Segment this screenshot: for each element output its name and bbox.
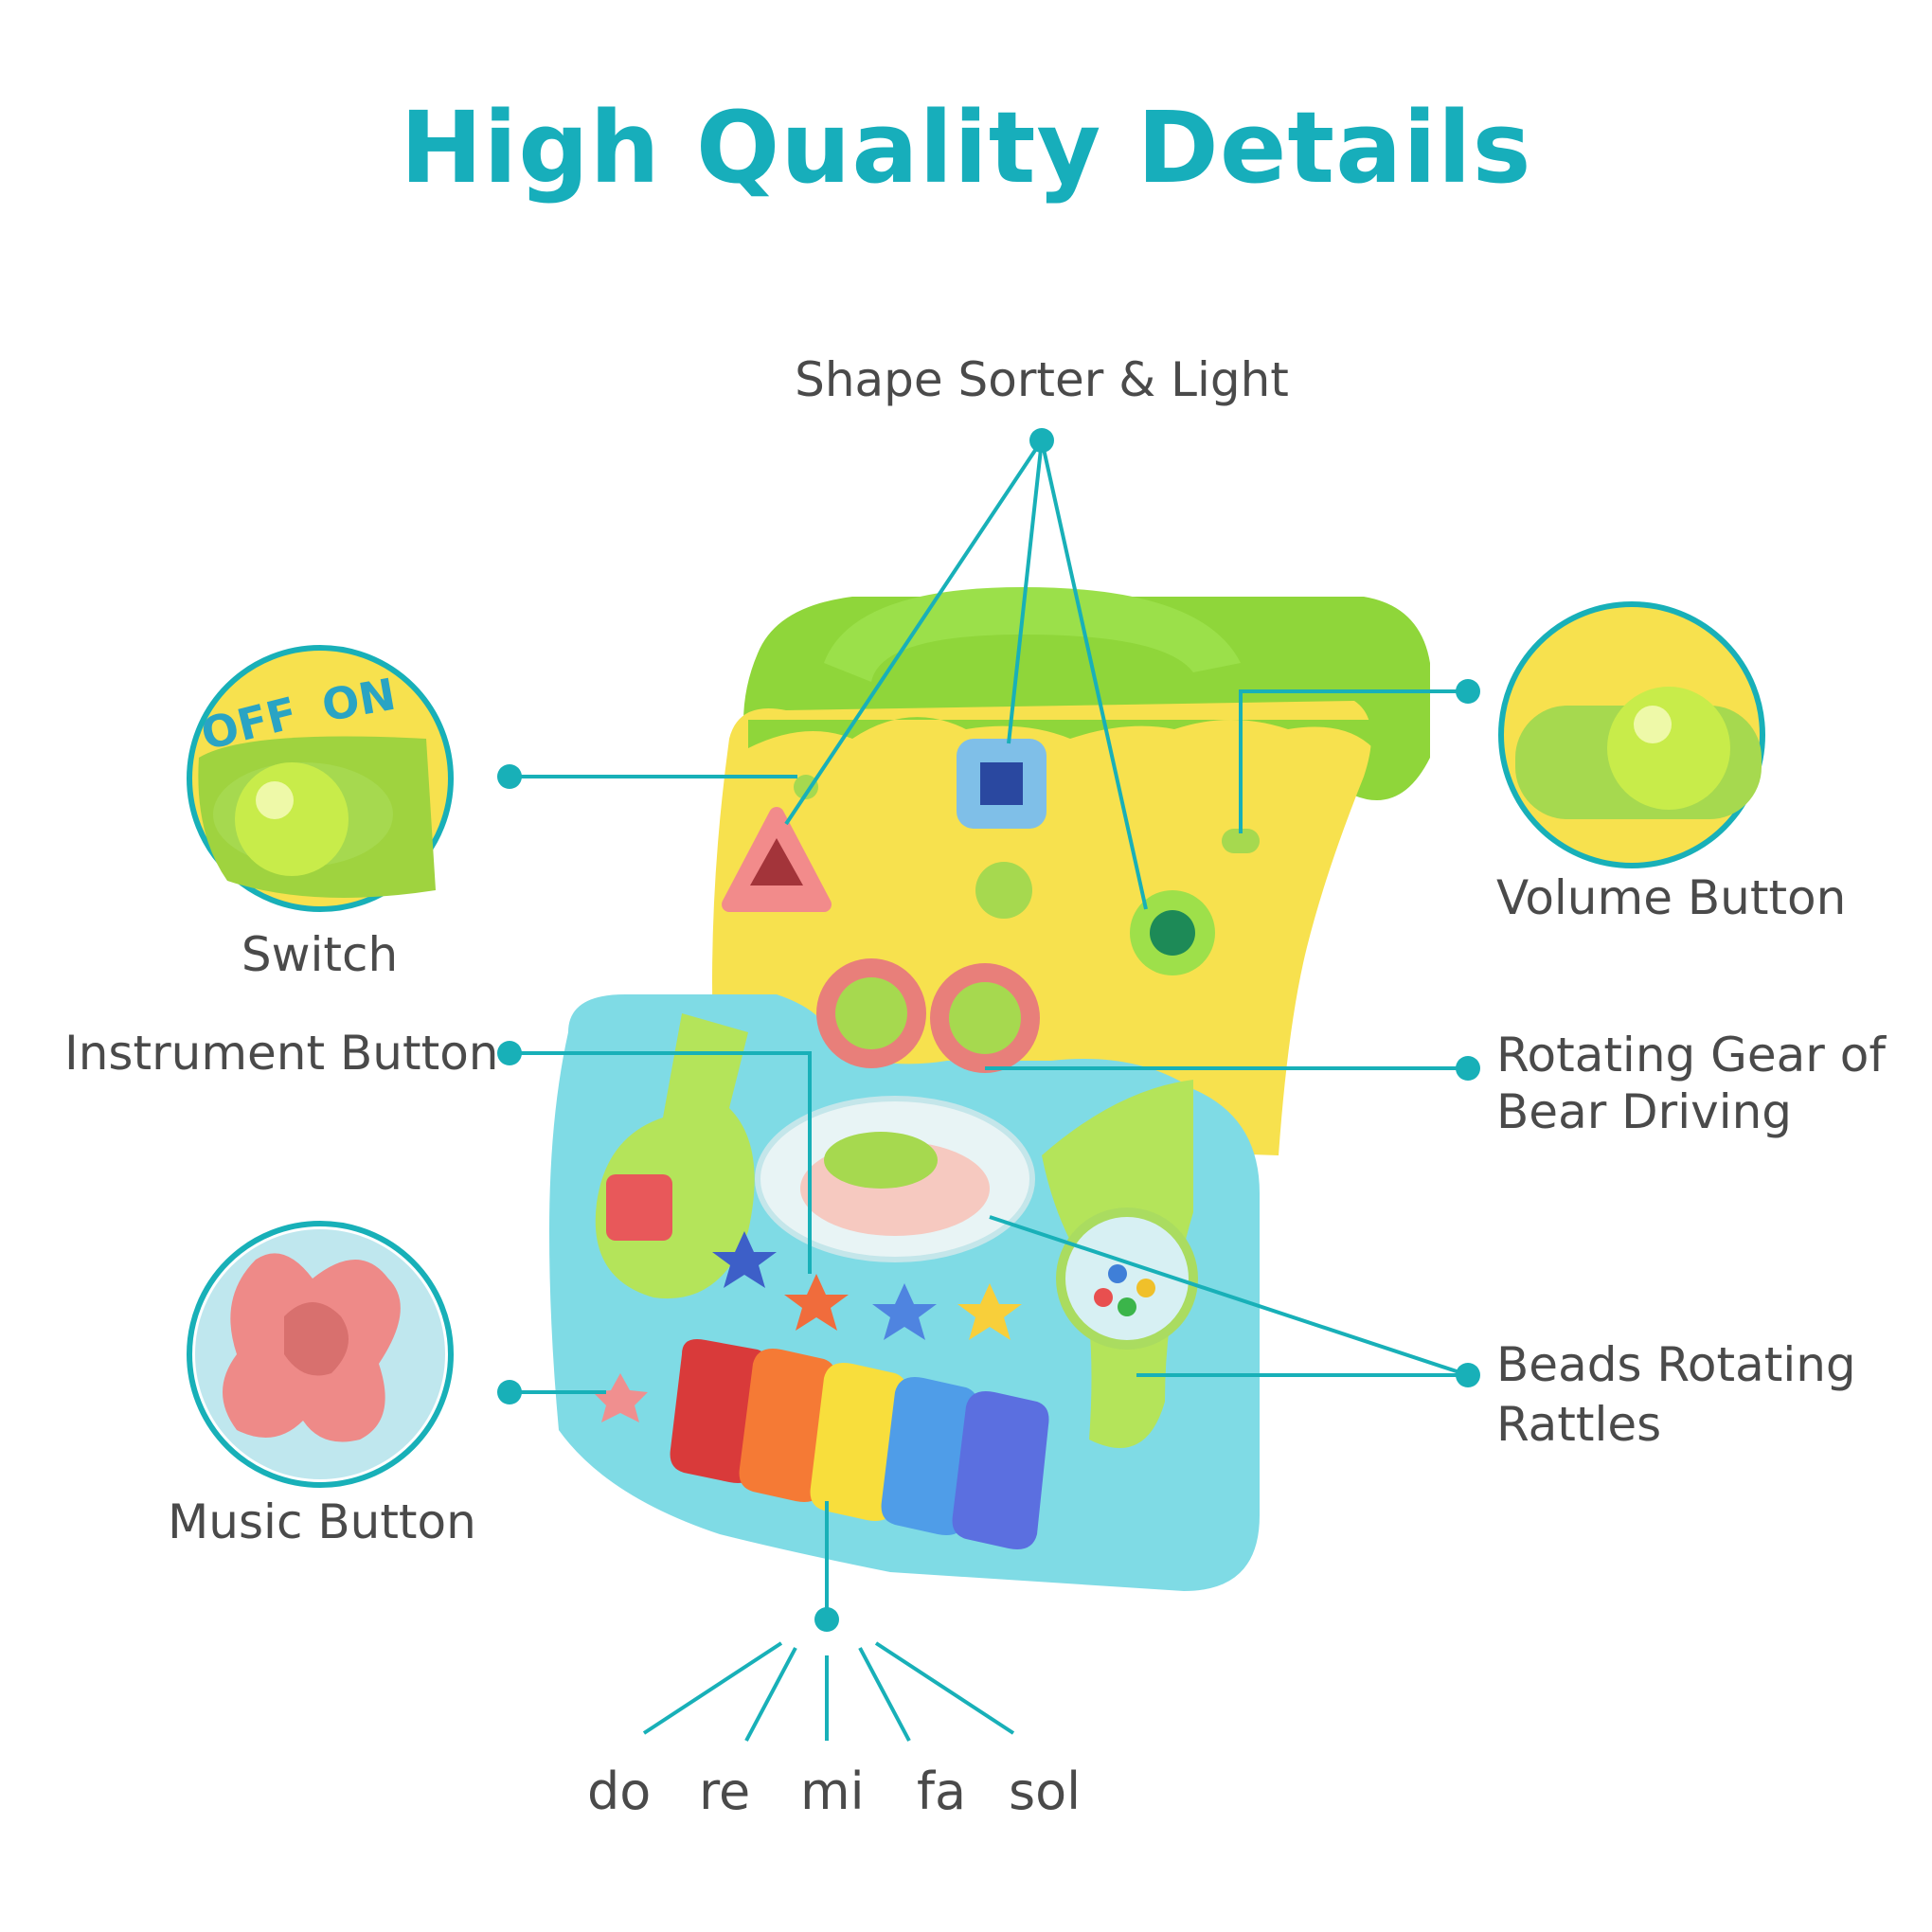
label-switch: Switch <box>241 927 399 982</box>
toy-board <box>549 587 1430 1591</box>
note-mi: mi <box>800 1762 865 1821</box>
label-volume: Volume Button <box>1496 870 1847 925</box>
label-shape-sorter: Shape Sorter & Light <box>795 352 1289 407</box>
note-re: re <box>699 1762 751 1821</box>
callout-dots <box>497 428 1480 1632</box>
page-title: High Quality Details <box>400 90 1532 206</box>
label-music: Music Button <box>168 1494 476 1549</box>
piano-keys <box>670 1339 1049 1549</box>
switch-zoom <box>187 645 454 912</box>
volume-zoom <box>1498 601 1765 868</box>
label-beads-line2: Rattles <box>1496 1397 1662 1452</box>
note-do: do <box>587 1762 652 1821</box>
music-button-zoom <box>187 1221 454 1488</box>
note-fa: fa <box>917 1762 967 1821</box>
label-gear-line1: Rotating Gear of <box>1496 1028 1886 1082</box>
label-gear-line2: Bear Driving <box>1496 1084 1793 1139</box>
callout-lines <box>510 438 1469 1742</box>
note-sol: sol <box>1009 1762 1082 1821</box>
switch-on-label: ON <box>317 668 400 732</box>
label-instrument: Instrument Button <box>64 1026 499 1081</box>
label-beads-line1: Beads Rotating <box>1496 1337 1856 1392</box>
